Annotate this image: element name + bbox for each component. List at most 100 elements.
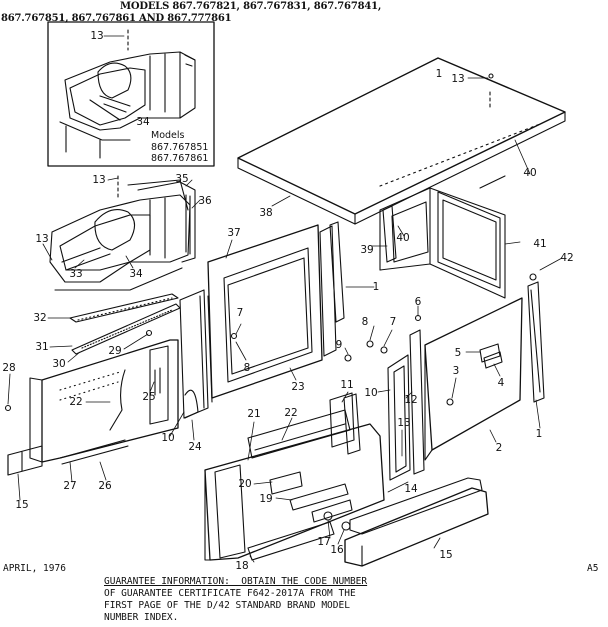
callout-41: 41 xyxy=(533,237,547,250)
callout-10-mid: 10 xyxy=(364,386,378,399)
callout-8-left: 8 xyxy=(243,361,251,374)
callout-34: 34 xyxy=(129,267,143,280)
inset-model-1: 867.767851 xyxy=(151,142,209,153)
callout-13-low: 13 xyxy=(397,416,411,429)
callout-26: 26 xyxy=(98,479,112,492)
callout-16: 16 xyxy=(330,543,344,556)
base-part-15 xyxy=(344,487,489,567)
clip-part-24 xyxy=(184,389,199,419)
callout-11: 11 xyxy=(340,378,354,391)
inset-model-2: 867.767861 xyxy=(151,153,209,164)
top-cover-part-38 xyxy=(237,57,566,225)
callout-36: 36 xyxy=(198,194,212,207)
screw-part-7-mid xyxy=(380,346,388,354)
side-strip-part-36 xyxy=(185,194,191,255)
screw-part-30 xyxy=(145,329,153,337)
side-bracket-part-35 xyxy=(137,181,196,263)
callout-12: 12 xyxy=(404,393,418,406)
inset-frame xyxy=(47,21,215,167)
callout-35: 35 xyxy=(175,172,189,185)
rail-part-32 xyxy=(69,293,179,323)
callout-3: 3 xyxy=(452,364,460,377)
callout-7-mid: 7 xyxy=(389,315,397,328)
callout-40-right: 40 xyxy=(523,166,537,179)
callout-22-left: 22 xyxy=(69,395,83,408)
callout-9: 9 xyxy=(335,338,343,351)
inset-models-heading: Models xyxy=(151,130,185,141)
callout-15-left: 15 xyxy=(15,498,29,511)
footer-page-code: A5 xyxy=(587,563,599,574)
bracket-part-19 xyxy=(289,483,349,511)
callout-34-inset: 34 xyxy=(136,115,150,128)
callout-27: 27 xyxy=(63,479,77,492)
callout-13-top: 13 xyxy=(451,72,465,85)
callout-24: 24 xyxy=(188,440,202,453)
strip-part-1 xyxy=(329,221,345,323)
callout-40-left: 40 xyxy=(396,231,410,244)
footer-date: APRIL, 1976 xyxy=(3,563,66,574)
cover-assembly-part-33 xyxy=(49,175,191,291)
side-panel-part-2 xyxy=(424,297,523,451)
callout-14: 14 xyxy=(404,482,418,495)
callout-2: 2 xyxy=(495,441,503,454)
frame-part-12 xyxy=(387,354,411,481)
screw-part-28 xyxy=(4,404,12,412)
callout-22-mid: 22 xyxy=(284,406,298,419)
callout-37: 37 xyxy=(227,226,241,239)
callout-13-left: 13 xyxy=(35,232,49,245)
screw-part-13-top xyxy=(488,73,494,79)
guarantee-line-4: NUMBER INDEX. xyxy=(104,612,179,623)
callout-13-inset: 13 xyxy=(90,29,104,42)
screw-part-3 xyxy=(446,398,454,406)
strip-part-39 xyxy=(382,205,397,263)
callout-42: 42 xyxy=(560,251,574,264)
base-panel-part-21 xyxy=(204,423,385,561)
panel-part-37 xyxy=(207,224,323,399)
clip-part-20 xyxy=(269,471,303,495)
callout-33: 33 xyxy=(69,267,83,280)
bracket-part-5 xyxy=(479,343,501,363)
callout-6: 6 xyxy=(414,295,422,308)
callout-7-left: 7 xyxy=(236,306,244,319)
rail-part-18 xyxy=(247,521,335,561)
callout-5: 5 xyxy=(454,346,462,359)
callout-23: 23 xyxy=(291,380,305,393)
models-header-line-2: 867.767851, 867.767861 AND 867.777861 xyxy=(1,13,232,24)
screw-part-42-head xyxy=(529,273,537,281)
screw-part-17 xyxy=(323,511,333,521)
callout-8-mid: 8 xyxy=(361,315,369,328)
callout-17: 17 xyxy=(317,535,331,548)
callout-13-mid: 13 xyxy=(92,173,106,186)
callout-25: 25 xyxy=(142,390,156,403)
callout-1-mid: 1 xyxy=(372,280,380,293)
callout-39: 39 xyxy=(360,243,374,256)
screw-part-9 xyxy=(344,354,352,362)
screw-part-8 xyxy=(366,340,374,348)
guarantee-line-2: OF GUARANTEE CERTIFICATE F642-2017A FROM… xyxy=(104,588,356,599)
bracket-part-11 xyxy=(329,392,355,448)
strip-part-42 xyxy=(527,281,545,403)
callout-31: 31 xyxy=(35,340,49,353)
callout-38: 38 xyxy=(259,206,273,219)
base-rail-part-14 xyxy=(349,477,483,535)
callout-32: 32 xyxy=(33,311,47,324)
callout-10-left: 10 xyxy=(161,431,175,444)
callout-29: 29 xyxy=(108,344,122,357)
screw-part-16 xyxy=(341,521,351,531)
callout-30: 30 xyxy=(52,357,66,370)
inset-front-cover-part-34 xyxy=(59,29,196,159)
side-panel-part-10 xyxy=(179,289,209,419)
cabinet-back-part-41 xyxy=(379,175,506,299)
callout-1-top: 1 xyxy=(435,67,443,80)
callout-15-right: 15 xyxy=(439,548,453,561)
callout-18: 18 xyxy=(235,559,249,572)
callout-4: 4 xyxy=(497,376,505,389)
screw-part-7 xyxy=(230,332,238,340)
models-header-line-1: MODELS 867.767821, 867.767831, 867.76784… xyxy=(120,1,382,12)
callout-leaders xyxy=(7,35,563,563)
callout-20: 20 xyxy=(238,477,252,490)
callout-28: 28 xyxy=(2,361,16,374)
callout-19: 19 xyxy=(259,492,273,505)
